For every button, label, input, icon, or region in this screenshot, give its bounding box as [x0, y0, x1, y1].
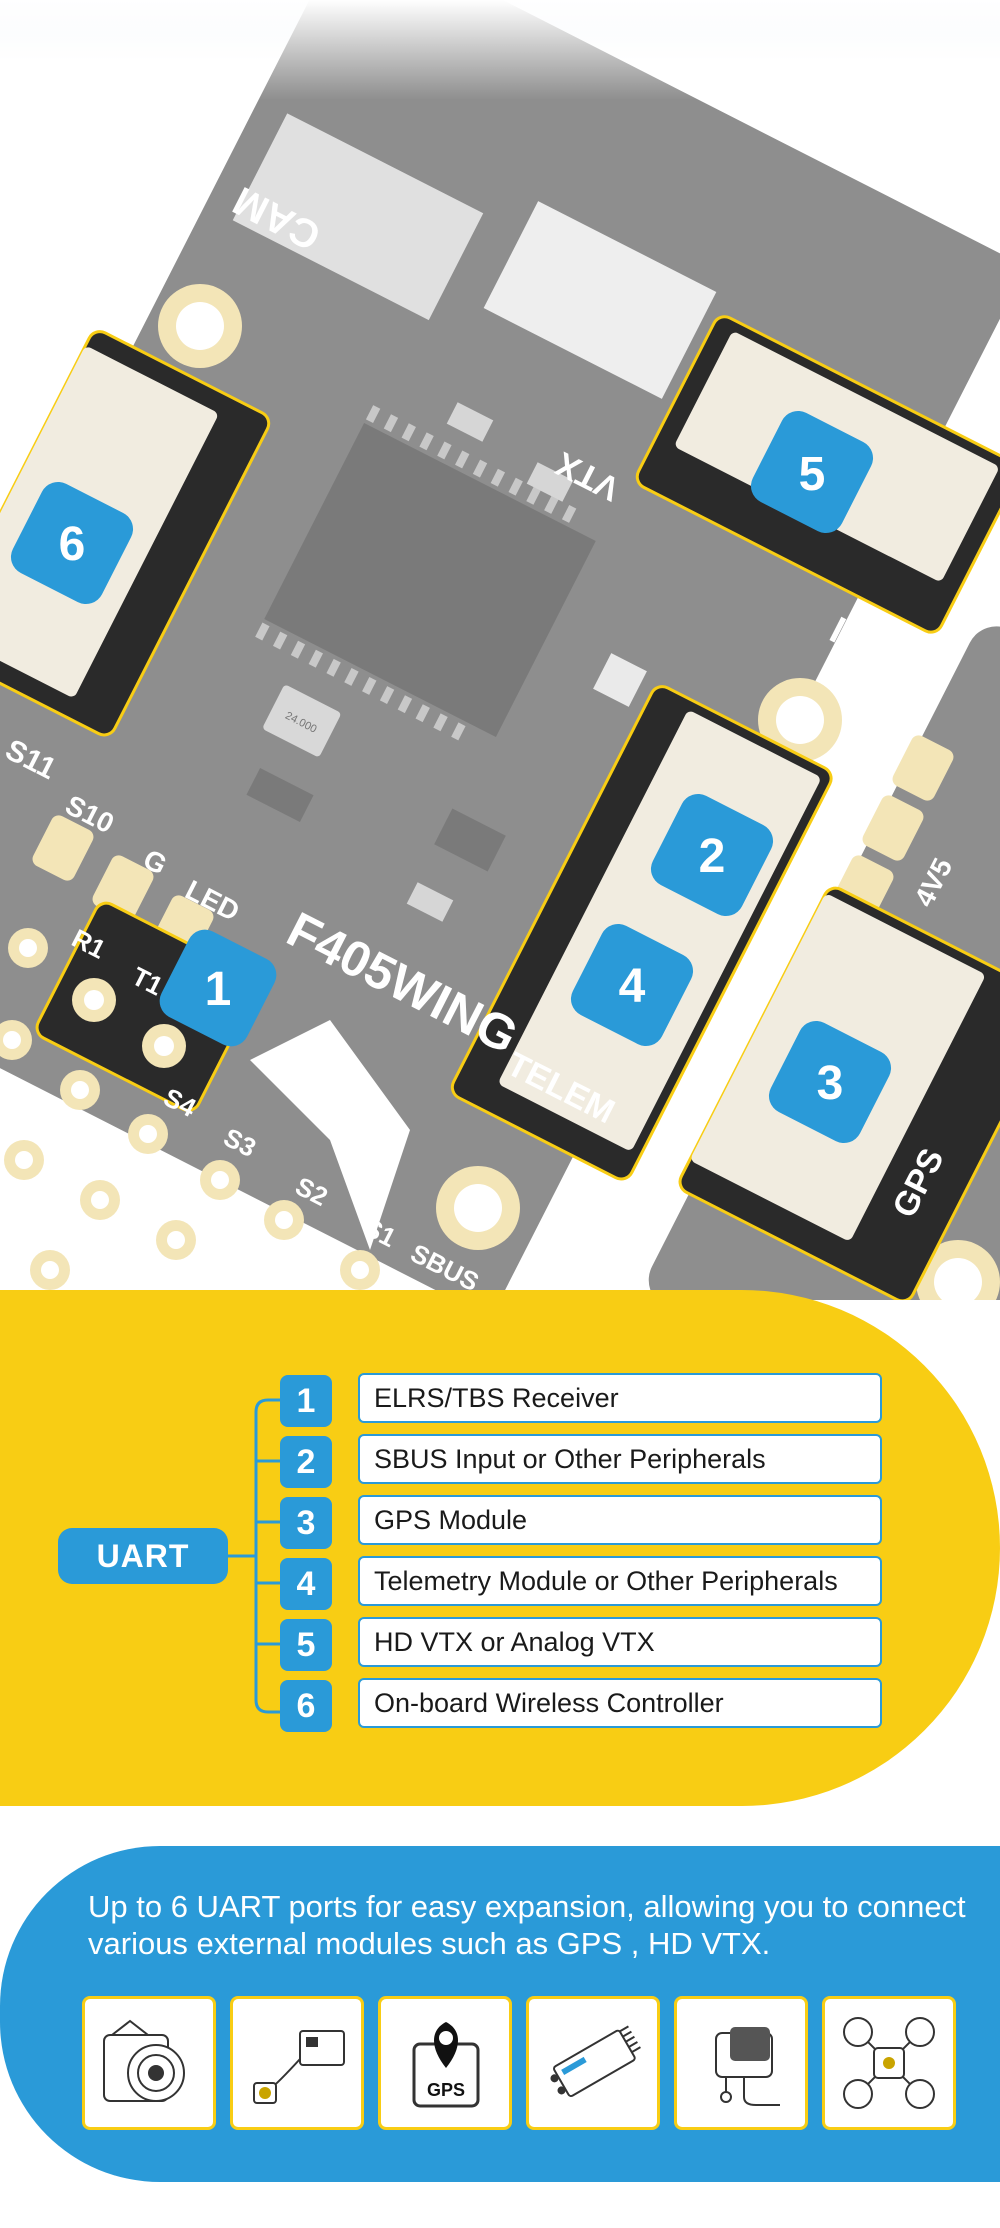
mount-holes	[158, 284, 1000, 1300]
rx-pad-holes	[72, 978, 186, 1068]
board-illustration: 24.000	[0, 0, 1000, 1300]
uart-num-1: 1	[280, 1375, 332, 1427]
uart-num-2: 2	[280, 1436, 332, 1488]
uart-row-3: 3 GPS Module	[280, 1495, 882, 1549]
uart-num-6: 6	[280, 1680, 332, 1732]
logo-icon	[250, 1020, 410, 1250]
flight-controller-icon	[843, 2017, 935, 2109]
badge-2: 2	[650, 793, 774, 917]
solder-pads	[32, 735, 954, 961]
uart-label-3: GPS Module	[358, 1495, 882, 1545]
uart-row-6: 6 On-board Wireless Controller	[280, 1678, 882, 1732]
tile-camera	[82, 1996, 216, 2130]
tile-gps: GPS	[378, 1996, 512, 2130]
module-tiles: GPS	[82, 1996, 962, 2132]
uart-label-1: ELRS/TBS Receiver	[358, 1373, 882, 1423]
uart-bracket	[228, 1398, 280, 1714]
gps-icon: GPS	[412, 2022, 480, 2108]
uart-title: UART	[58, 1528, 228, 1584]
board-svg: 24.000	[0, 0, 1000, 1300]
badge-3: 3	[768, 1020, 892, 1144]
airspeed-sensor-icon	[715, 2027, 780, 2106]
uart-label-4: Telemetry Module or Other Peripherals	[358, 1556, 882, 1606]
badge-4: 4	[570, 923, 694, 1047]
uart-row-1: 1 ELRS/TBS Receiver	[280, 1373, 882, 1427]
tile-airspeed	[674, 1996, 808, 2130]
uart-row-2: 2 SBUS Input or Other Peripherals	[280, 1434, 882, 1488]
receiver-icon	[550, 2025, 641, 2097]
uart-label-6: On-board Wireless Controller	[358, 1678, 882, 1728]
expansion-text: Up to 6 UART ports for easy expansion, a…	[88, 1889, 966, 1961]
tile-receiver	[526, 1996, 660, 2130]
mcu-chip	[255, 405, 596, 741]
svg-text:5: 5	[799, 448, 826, 501]
uart-num-3: 3	[280, 1497, 332, 1549]
svg-text:4: 4	[619, 960, 646, 1013]
smd-components	[246, 402, 647, 922]
badge-6: 6	[10, 481, 134, 605]
uart-row-4: 4 Telemetry Module or Other Peripherals	[280, 1556, 882, 1610]
uart-num-5: 5	[280, 1619, 332, 1671]
crystal: 24.000	[263, 685, 341, 757]
uart-num-4: 4	[280, 1558, 332, 1610]
pin-holes	[0, 928, 380, 1290]
svg-text:3: 3	[817, 1057, 844, 1110]
camera-icon	[103, 2019, 185, 2102]
badge-1: 1	[159, 929, 277, 1047]
svg-text:2: 2	[699, 830, 726, 883]
tile-vtx	[230, 1996, 364, 2130]
vtx-connector	[483, 201, 717, 399]
gps-tile-label: GPS	[427, 2080, 465, 2100]
cam-connector	[232, 113, 484, 321]
badge-5: 5	[750, 410, 874, 534]
uart-label-5: HD VTX or Analog VTX	[358, 1617, 882, 1667]
uart-row-5: 5 HD VTX or Analog VTX	[280, 1617, 882, 1671]
tile-flight-controller	[822, 1996, 956, 2130]
svg-text:6: 6	[59, 518, 86, 571]
svg-text:1: 1	[205, 963, 232, 1016]
uart-label-2: SBUS Input or Other Peripherals	[358, 1434, 882, 1484]
vtx-module-icon	[253, 2030, 345, 2104]
